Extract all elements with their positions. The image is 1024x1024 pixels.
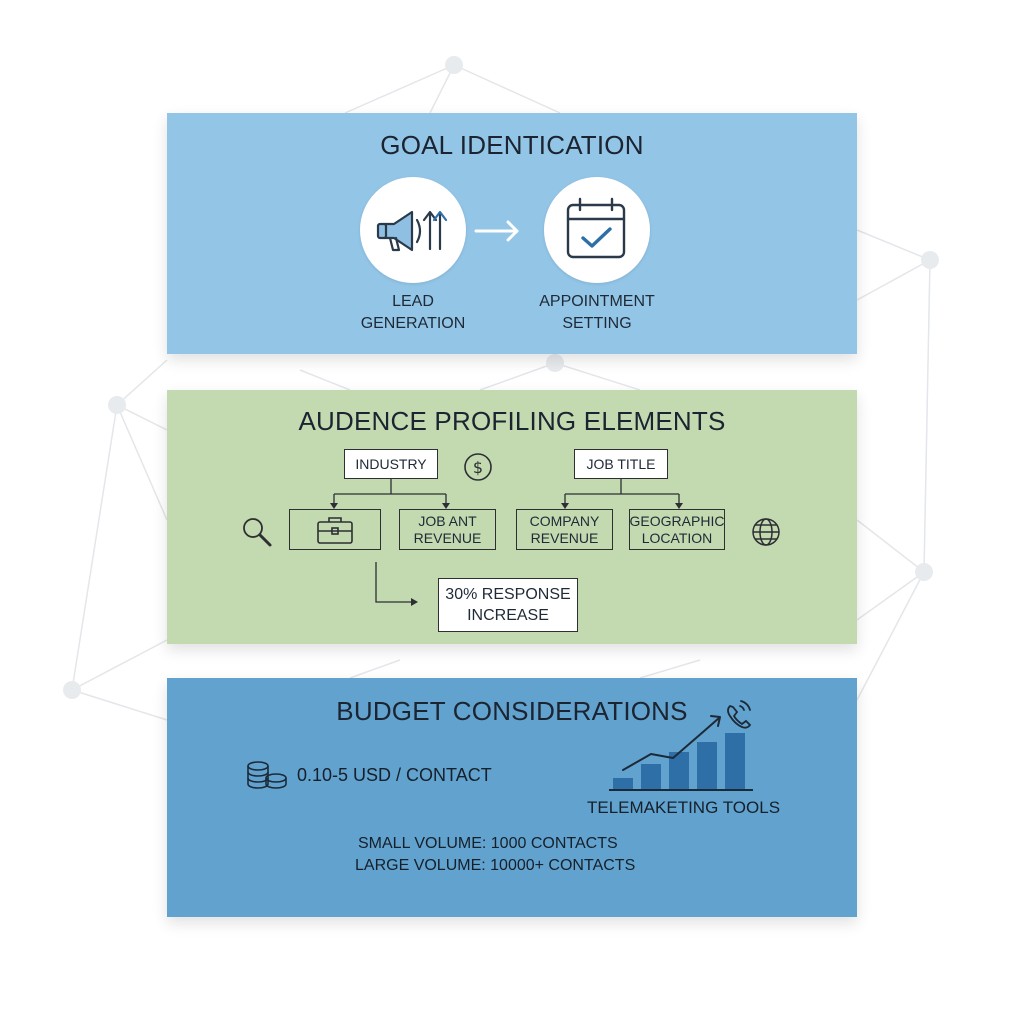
audience-panel-title: AUDENCE PROFILING ELEMENTS [298, 406, 726, 436]
budget-panel-title: BUDGET CONSIDERATIONS [336, 696, 688, 726]
dollar-icon: $ [464, 453, 492, 481]
job-revenue-node: JOB ANT REVENUE [399, 509, 496, 550]
geographic-location-node: GEOGRAPHIC LOCATION [629, 509, 725, 550]
svg-text:$: $ [473, 458, 483, 477]
calendar-check-icon [566, 197, 626, 259]
response-increase-node: 30% RESPONSE INCREASE [438, 578, 578, 632]
globe-icon [752, 518, 780, 546]
connector-lines [330, 479, 683, 606]
arrow-right-icon [474, 220, 519, 242]
industry-node: INDUSTRY [344, 449, 438, 479]
goal-identification-panel: GOAL IDENTICATION [167, 113, 857, 354]
small-volume-label: SMALL VOLUME: 1000 CONTACTS [358, 835, 618, 852]
goal-panel-title: GOAL IDENTICATION [380, 130, 644, 160]
large-volume-label: LARGE VOLUME: 10000+ CONTACTS [355, 857, 636, 874]
briefcase-node [289, 509, 381, 550]
appointment-setting-circle [544, 177, 650, 283]
company-revenue-node: COMPANY REVENUE [516, 509, 613, 550]
coins-icon [247, 761, 287, 789]
budget-considerations-panel: BUDGET CONSIDERATIONS 0.10-5 USD / CONTA… [167, 678, 857, 917]
telemarketing-tools-label: TELEMAKETING TOOLS [587, 798, 781, 817]
appointment-setting-label: APPOINTMENT SETTING [539, 293, 655, 332]
briefcase-icon [317, 516, 353, 544]
lead-generation-label: LEAD GENERATION [360, 293, 466, 332]
audience-profiling-panel: AUDENCE PROFILING ELEMENTS INDUSTRY $ JO… [167, 390, 857, 644]
job-title-node: JOB TITLE [574, 449, 668, 479]
megaphone-icon [376, 210, 448, 252]
growth-chart-icon [609, 700, 753, 791]
cost-per-contact: 0.10-5 USD / CONTACT [297, 765, 492, 785]
magnifier-icon [243, 518, 272, 547]
lead-generation-circle [360, 177, 466, 283]
